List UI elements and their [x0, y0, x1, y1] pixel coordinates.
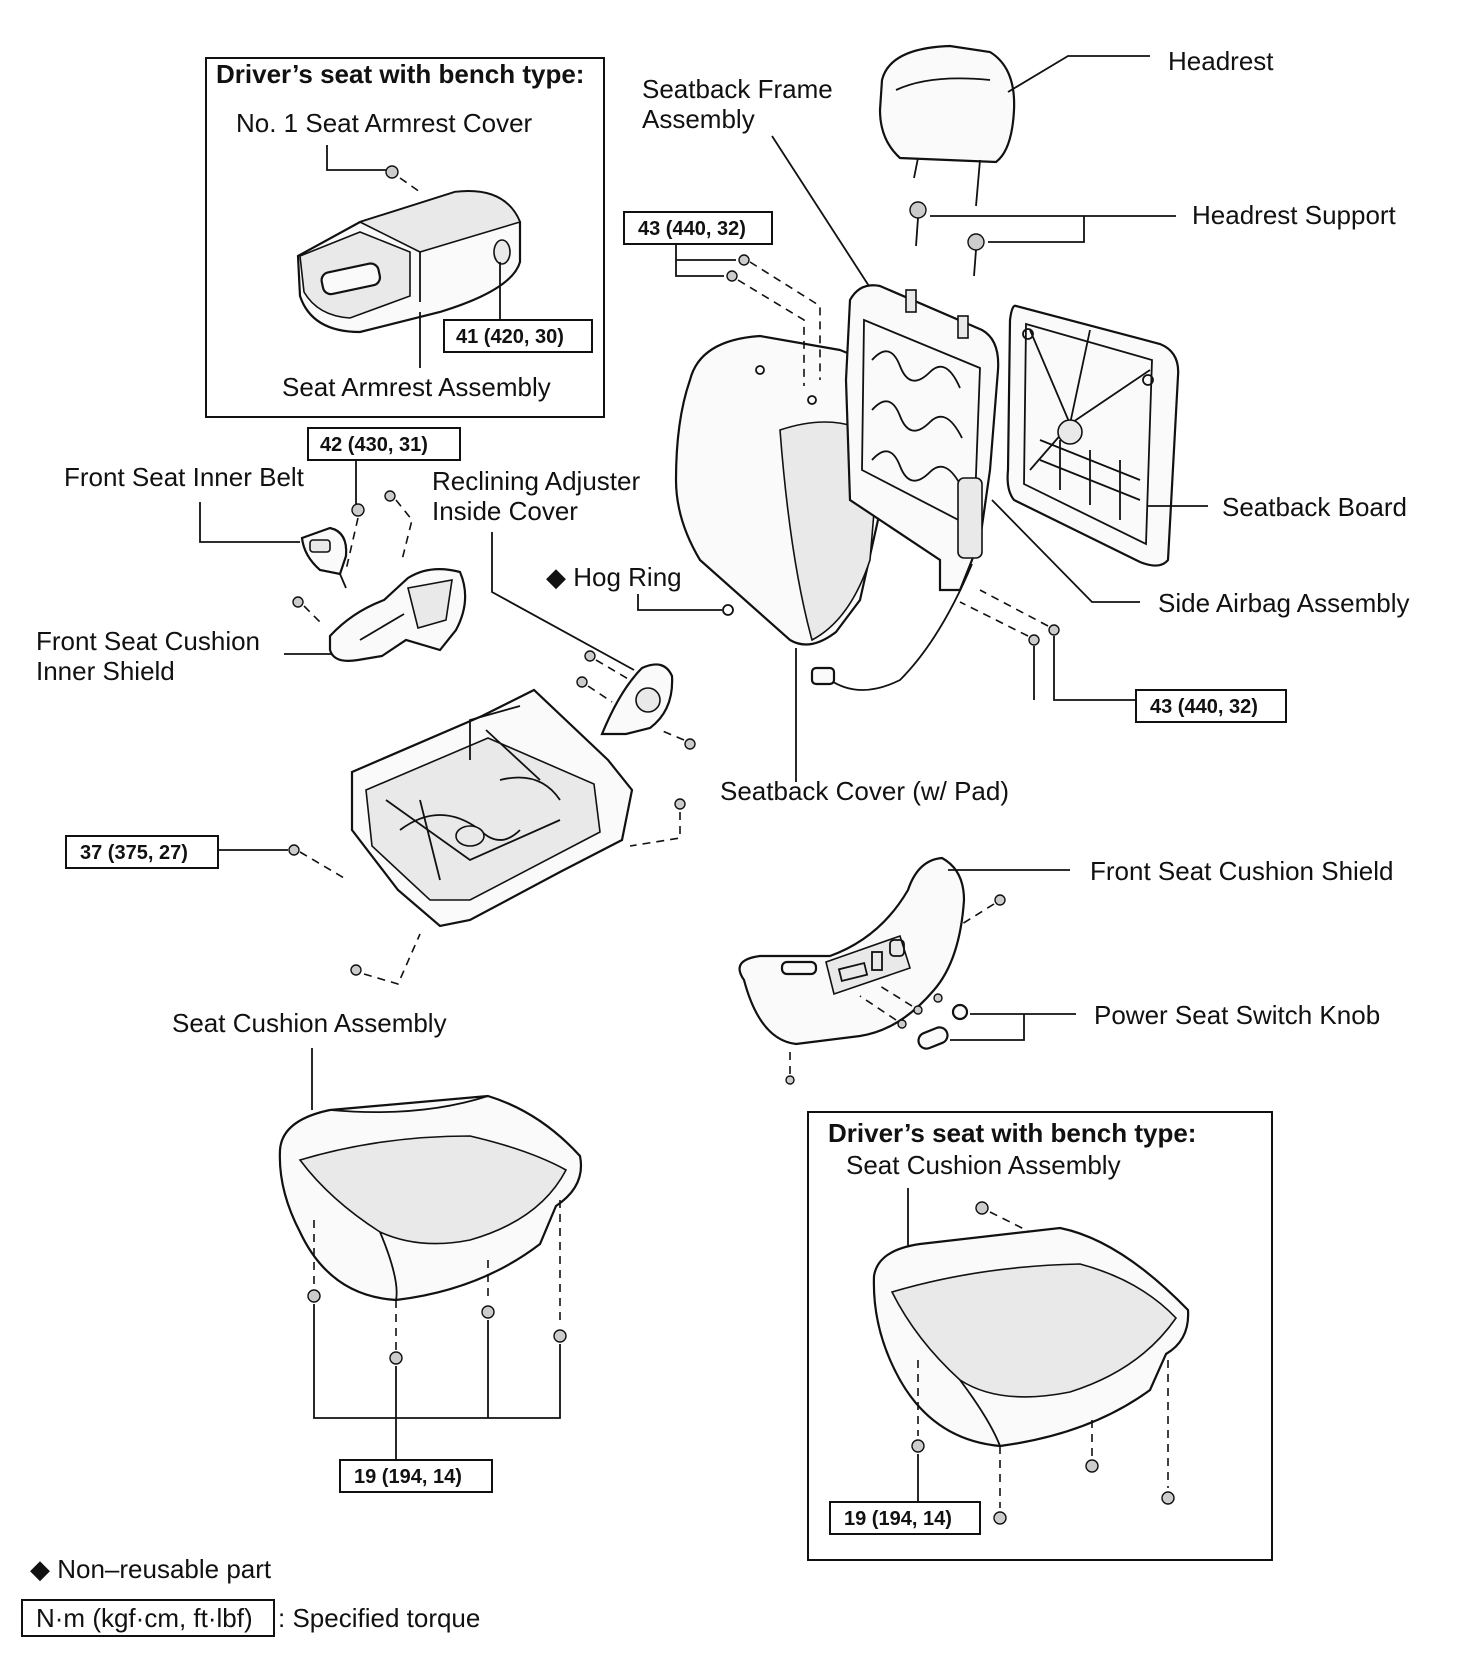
label-front-seat-cushion-inner-shield-1: Front Seat Cushion — [36, 626, 260, 656]
label-hog-ring: ◆ Hog Ring — [546, 562, 682, 592]
leader-seat-cushion-bolts — [313, 1304, 561, 1470]
seat-track-bolts — [288, 798, 686, 985]
label-reclining-adjuster-2: Inside Cover — [432, 496, 578, 526]
label-headrest-support: Headrest Support — [1192, 200, 1397, 230]
reclining-bolts — [576, 650, 696, 750]
label-side-airbag-assembly: Side Airbag Assembly — [1158, 588, 1409, 618]
torque-seatback-frame-bottom: 43 (440, 32) — [1150, 696, 1258, 718]
leader-seatback-frame — [771, 135, 879, 301]
inset-cushion-bolts — [911, 1201, 1175, 1525]
seatback-cover-group: Seatback Cover (w/ Pad) — [674, 334, 1009, 806]
torque-inner-belt: 42 (430, 31) — [320, 434, 428, 456]
inner-belt-bolt — [351, 503, 365, 517]
inset-seat-cushion-drawing — [872, 1226, 1190, 1448]
leader-inner-belt — [199, 502, 300, 543]
armrest-drawing — [296, 190, 522, 334]
torque-inset-cushion: 19 (194, 14) — [844, 1508, 952, 1530]
label-seatback-frame-2: Assembly — [642, 104, 755, 134]
seat-cushion-drawing — [278, 1094, 583, 1302]
leader-reclining-adjuster — [491, 532, 635, 671]
legend-torque-box — [21, 1599, 275, 1637]
leader-side-airbag — [991, 499, 1140, 603]
power-seat-switch-knob-drawing — [917, 1003, 969, 1050]
armrest-inset: Driver’s seat with bench type: No. 1 Sea… — [205, 57, 605, 418]
label-seatback-cover: Seatback Cover (w/ Pad) — [720, 776, 1009, 806]
torque-armrest: 41 (420, 30) — [456, 326, 564, 348]
torque-box-seat-track — [65, 835, 219, 869]
seatback-frame-top-bolts — [726, 254, 821, 386]
torque-box-inner-belt — [307, 427, 461, 461]
cushion-inset-title: Driver’s seat with bench type: — [828, 1118, 1196, 1148]
shield-bolts — [292, 490, 413, 625]
leader-power-seat-switch-knob — [950, 1013, 1076, 1041]
torque-seatback-frame-top: 43 (440, 32) — [638, 218, 746, 240]
torque-box-seatback-frame-top — [623, 211, 773, 245]
seatback-frame-bottom-bolts — [959, 589, 1060, 646]
dash-armrest-cover — [399, 177, 421, 193]
armrest-inset-frame — [205, 57, 605, 418]
torque-seat-cushion: 19 (194, 14) — [354, 1466, 462, 1488]
headrest-drawing — [878, 44, 1016, 207]
seat-track-drawing — [350, 688, 634, 928]
label-inset-seat-cushion-assembly: Seat Cushion Assembly — [846, 1150, 1121, 1180]
label-seatback-frame-1: Seatback Frame — [642, 74, 833, 104]
torque-box-armrest — [443, 319, 593, 353]
armrest-cover-cap — [385, 165, 399, 179]
seatback-frame-drawing — [844, 284, 1000, 592]
leader-seatback-frame-top — [675, 244, 736, 277]
dash-inner-belt — [345, 517, 359, 571]
cushion-inset: Driver’s seat with bench type: Seat Cush… — [807, 1111, 1273, 1561]
cushion-inset-frame — [807, 1111, 1273, 1561]
reclining-adjuster-group: Reclining Adjuster Inside Cover ◆ Hog Ri… — [432, 466, 734, 750]
seatback-board-drawing — [1006, 304, 1180, 567]
leader-headrest — [1007, 55, 1150, 93]
armrest-inset-title: Driver’s seat with bench type: — [216, 59, 584, 89]
label-front-seat-cushion-inner-shield-2: Inner Shield — [36, 656, 175, 686]
label-headrest: Headrest — [1168, 46, 1274, 76]
leader-seatback-frame-bottom — [1033, 636, 1136, 701]
label-power-seat-switch-knob: Power Seat Switch Knob — [1094, 1000, 1380, 1030]
inner-belt-drawing — [300, 526, 348, 589]
side-airbag-harness — [829, 563, 973, 691]
torque-box-inset-cushion — [829, 1501, 981, 1535]
seat-track-group: 37 (375, 27) — [65, 688, 686, 985]
label-reclining-adjuster-1: Reclining Adjuster — [432, 466, 640, 496]
hog-ring — [722, 604, 734, 616]
headrest-support-drawing — [909, 201, 985, 277]
torque-box-seat-cushion — [339, 1459, 493, 1493]
headrest-group: Headrest Headrest Support — [878, 44, 1397, 277]
cushion-shield-group: Front Seat Cushion Shield Power Seat Swi… — [738, 856, 1394, 1085]
label-no1-seat-armrest-cover: No. 1 Seat Armrest Cover — [236, 108, 533, 138]
label-seatback-board: Seatback Board — [1222, 492, 1407, 522]
seatback-cover-drawing — [674, 334, 886, 646]
leader-headrest-support — [930, 215, 1176, 243]
seat-cushion-bolts — [307, 1200, 567, 1365]
reclining-cover-drawing — [600, 663, 674, 736]
inner-belt-group: 42 (430, 31) Front Seat Inner Belt Front… — [36, 427, 467, 686]
harness-connector — [810, 666, 836, 686]
torque-box-seatback-frame-bottom — [1135, 689, 1287, 723]
seatback-frame-group: Seatback Frame Assembly 43 (440, 32) — [623, 74, 1287, 723]
legend-non-reusable: ◆ Non–reusable part — [30, 1554, 272, 1584]
label-seat-cushion-assembly: Seat Cushion Assembly — [172, 1008, 447, 1038]
leader-hog-ring — [637, 594, 722, 611]
inner-shield-drawing — [328, 567, 467, 662]
label-seat-armrest-assembly: Seat Armrest Assembly — [282, 372, 551, 402]
legend-torque-unit: N·m (kgf·cm, ft·lbf) — [36, 1603, 253, 1633]
seatback-board-group: Seatback Board Side Airbag Assembly — [991, 304, 1409, 618]
leader-armrest-cover — [326, 145, 388, 171]
label-front-seat-cushion-shield: Front Seat Cushion Shield — [1090, 856, 1394, 886]
label-front-seat-inner-belt: Front Seat Inner Belt — [64, 462, 305, 492]
cushion-shield-screws — [785, 894, 1006, 1085]
legend: ◆ Non–reusable part N·m (kgf·cm, ft·lbf)… — [21, 1554, 480, 1637]
seat-cushion-group: Seat Cushion Assembly 19 (194, 14) — [172, 1008, 583, 1493]
cushion-shield-drawing — [738, 856, 966, 1046]
torque-seat-track: 37 (375, 27) — [80, 842, 188, 864]
legend-torque-desc: : Specified torque — [278, 1603, 480, 1633]
